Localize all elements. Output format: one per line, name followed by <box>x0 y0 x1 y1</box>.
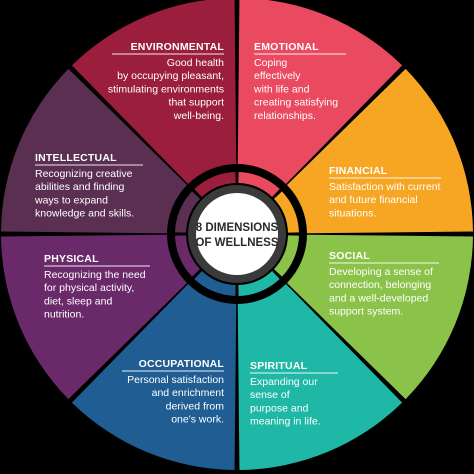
segment-desc-line-financial: and future financial <box>329 194 418 206</box>
segment-desc-line-physical: diet, sleep and <box>44 295 112 307</box>
segment-desc-line-occupational: one's work. <box>171 414 224 426</box>
segment-desc-line-intellectual: abilities and finding <box>35 181 124 193</box>
segment-title-physical: PHYSICAL <box>44 253 99 265</box>
segment-desc-line-occupational: derived from <box>166 400 225 412</box>
center-title-line2: OF WELLNESS <box>195 237 278 249</box>
segment-desc-line-environmental: stimulating environments <box>108 83 224 95</box>
segment-desc-line-intellectual: Recognizing creative <box>35 168 133 180</box>
hub-arc-emotional <box>238 172 280 198</box>
segment-desc-line-social: Developing a sense of <box>329 266 433 278</box>
segment-emotional <box>237 0 403 184</box>
segment-desc-line-physical: Recognizing the need <box>44 269 146 281</box>
segment-desc-line-emotional: Coping <box>254 57 287 69</box>
segment-desc-line-financial: situations. <box>329 207 376 219</box>
hub-arc-social <box>273 235 299 277</box>
segment-desc-line-emotional: creating satisfying <box>254 97 338 109</box>
segment-desc-line-emotional: relationships. <box>254 110 316 122</box>
segment-desc-line-spiritual: Expanding our <box>250 376 318 388</box>
hub-center-disc <box>196 193 278 275</box>
segment-desc-line-spiritual: purpose and <box>250 402 309 414</box>
segment-desc-line-social: connection, belonging <box>329 279 431 291</box>
center-title-line1: 8 DIMENSIONS <box>196 222 279 234</box>
hub-arc-financial <box>273 191 299 233</box>
segment-desc-line-environmental: that support <box>169 97 225 109</box>
segment-desc-line-emotional: with life and <box>253 83 310 95</box>
segment-occupational <box>71 284 237 470</box>
segment-desc-line-financial: Satisfaction with current <box>329 181 441 193</box>
segment-desc-line-intellectual: ways to expand <box>34 194 108 206</box>
segment-desc-line-physical: nutrition. <box>44 309 84 321</box>
segment-title-spiritual: SPIRITUAL <box>250 360 308 372</box>
segment-title-environmental: ENVIRONMENTAL <box>131 41 225 53</box>
hub-arc-spiritual <box>238 270 280 296</box>
segment-title-emotional: EMOTIONAL <box>254 41 319 53</box>
segment-desc-line-occupational: and enrichment <box>152 387 224 399</box>
center-hub: 8 DIMENSIONS OF WELLNESS <box>171 168 303 300</box>
hub-color-ring <box>175 172 299 296</box>
segment-environmental <box>71 0 237 184</box>
segment-physical <box>1 234 187 400</box>
segment-title-occupational: OCCUPATIONAL <box>139 358 225 370</box>
segment-social <box>287 234 473 400</box>
segment-desc-line-intellectual: knowledge and skills. <box>35 208 134 220</box>
hub-arc-intellectual <box>175 191 201 233</box>
segment-desc-line-spiritual: meaning in life. <box>250 416 321 428</box>
segment-title-intellectual: INTELLECTUAL <box>35 152 117 164</box>
segment-desc-line-spiritual: sense of <box>250 389 290 401</box>
segment-desc-line-physical: for physical activity, <box>44 282 134 294</box>
segment-financial <box>287 68 473 234</box>
segment-title-financial: FINANCIAL <box>329 165 388 177</box>
segment-desc-line-social: and a well-developed <box>329 292 428 304</box>
segment-desc-line-occupational: Personal satisfaction <box>127 374 224 386</box>
segment-desc-line-environmental: well-being. <box>173 110 224 122</box>
segment-desc-line-social: support system. <box>329 306 403 318</box>
segment-desc-line-environmental: by occupying pleasant, <box>117 70 224 82</box>
segment-desc-line-emotional: effectively <box>254 70 301 82</box>
segment-spiritual <box>237 284 403 470</box>
hub-arc-occupational <box>194 270 236 296</box>
hub-arc-physical <box>175 235 201 277</box>
segment-desc-line-environmental: Good health <box>167 57 224 69</box>
segment-intellectual <box>1 68 187 234</box>
hub-arc-environmental <box>194 172 236 198</box>
label-block-intellectual: INTELLECTUAL Recognizing creativeabilitie… <box>34 152 143 220</box>
segment-title-social: SOCIAL <box>329 250 370 262</box>
